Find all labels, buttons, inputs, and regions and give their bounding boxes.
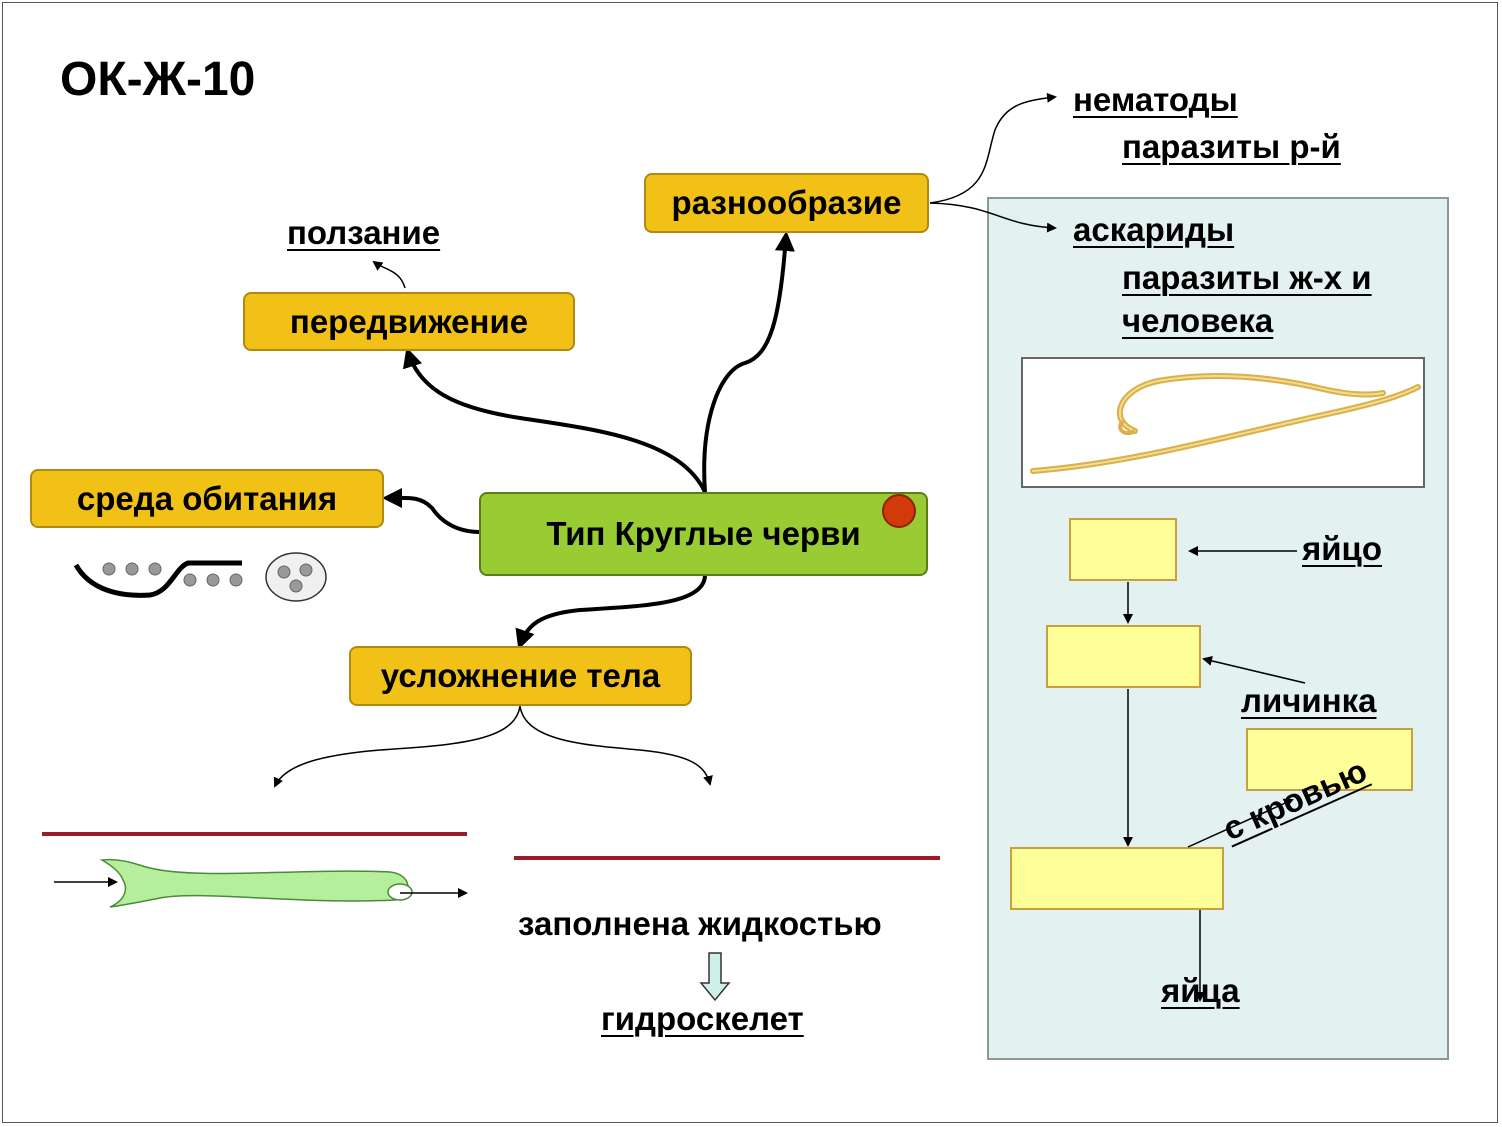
arrow-icon [402, 347, 707, 493]
larva-stage-box [1046, 625, 1201, 688]
body-box: усложнение тела [349, 646, 692, 706]
worm-image-frame [1021, 357, 1425, 488]
arrow-icon [1187, 798, 1294, 848]
diversity-box: разнообразие [644, 173, 929, 233]
fluid-filled-label: заполнена жидкостью [518, 905, 882, 942]
arrow-icon [273, 705, 521, 788]
migration-stage-box [1246, 728, 1413, 791]
habitat-label: среда обитания [76, 479, 338, 517]
arrow-icon [702, 231, 795, 493]
center-topic-box: Тип Круглые черви [479, 492, 928, 576]
egg-stage-box [1069, 518, 1177, 581]
nematodes-note: паразиты р-й [1122, 128, 1341, 165]
eggs-label: яйца [1161, 972, 1240, 1009]
arrow-icon [515, 574, 707, 650]
ascarids-note-1: паразиты ж-х и [1122, 259, 1372, 296]
crawling-label: ползание [287, 214, 441, 251]
hydroskeleton-label: гидроскелет [601, 1000, 804, 1037]
body-label: усложнение тела [380, 657, 661, 694]
ascarids-note-2: человека [1122, 302, 1274, 339]
marker-dot-icon [882, 494, 916, 528]
ascarids-label: аскариды [1073, 211, 1235, 248]
locomotion-box: передвижение [243, 292, 575, 351]
arrow-icon [1202, 655, 1306, 684]
adult-stage-box [1010, 847, 1224, 910]
arrow-icon [372, 260, 406, 289]
cross-section-icon [73, 552, 327, 602]
arrow-icon [382, 487, 481, 534]
gut-tube-illustration [54, 858, 468, 908]
slide-title: ОК-Ж-10 [60, 53, 256, 106]
arrow-icon [929, 92, 1057, 204]
hollow-down-arrow-icon [699, 952, 731, 1002]
egg-label: яйцо [1302, 530, 1382, 567]
larva-label: личинка [1241, 682, 1377, 719]
arrow-icon [519, 705, 713, 786]
arrow-icon [929, 202, 1057, 233]
locomotion-label: передвижение [289, 302, 529, 340]
diversity-label: разнообразие [671, 184, 902, 221]
worm-illustration [1030, 372, 1421, 474]
nematodes-label: нематоды [1073, 81, 1238, 118]
habitat-box: среда обитания [30, 469, 384, 528]
center-topic-label: Тип Круглые черви [546, 515, 861, 552]
